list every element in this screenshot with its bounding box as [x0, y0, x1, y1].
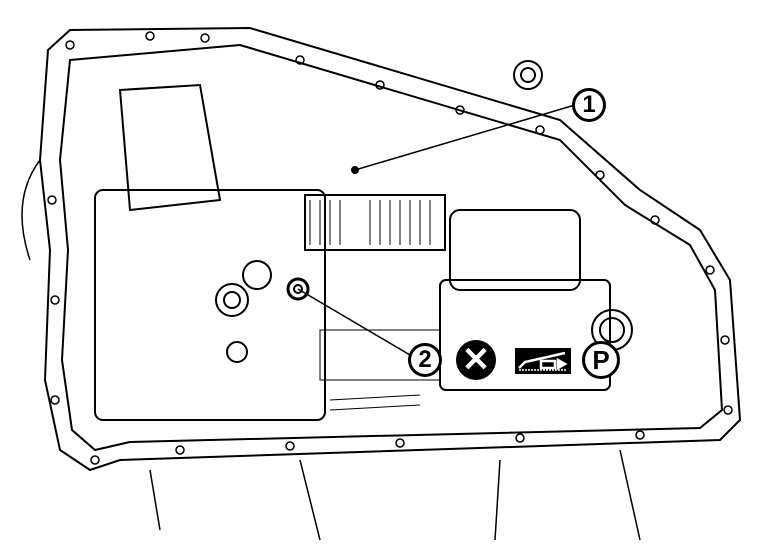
liquid-gasket-icon [515, 348, 571, 374]
x-mark: ✕ [461, 341, 491, 379]
parking-label: P [592, 344, 610, 375]
leader-line-1 [354, 104, 576, 171]
leader-line-2 [297, 288, 411, 356]
callout-2: 2 [408, 343, 442, 377]
gasket-inner [58, 43, 724, 452]
callout-2-label: 2 [418, 346, 432, 373]
control-unit [304, 194, 446, 251]
parking-symbol: P [582, 341, 620, 379]
callout-1: 1 [572, 88, 606, 122]
bolt-holes [47, 31, 733, 465]
valve-body [94, 189, 326, 421]
callout-1-label: 1 [582, 91, 596, 118]
case-outline [38, 26, 742, 472]
do-not-reuse-icon: ✕ [456, 340, 496, 380]
